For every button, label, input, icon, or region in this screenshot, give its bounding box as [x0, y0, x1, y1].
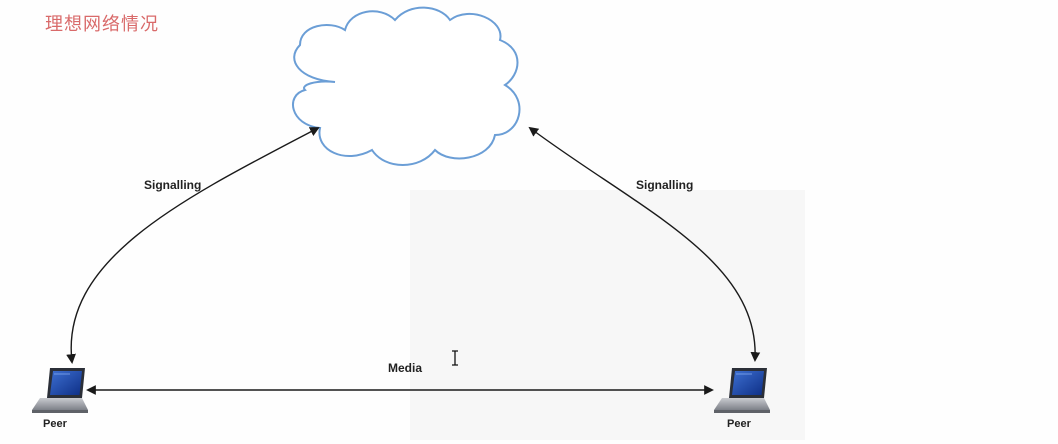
- right-signalling-label: Signalling: [636, 178, 694, 192]
- text-cursor-icon: [452, 350, 458, 366]
- right-peer-label: Peer: [727, 418, 751, 430]
- left-laptop-icon: [32, 368, 88, 413]
- right-signalling-arrow: [528, 126, 761, 362]
- media-label: Media: [388, 361, 423, 375]
- left-signalling-arrow: [66, 127, 320, 364]
- left-signalling-label: Signalling: [144, 178, 202, 192]
- right-laptop-icon: [714, 368, 770, 413]
- cloud-icon: [292, 6, 521, 166]
- diagram-title: 理想网络情况: [45, 14, 159, 35]
- left-peer-label: Peer: [43, 418, 67, 430]
